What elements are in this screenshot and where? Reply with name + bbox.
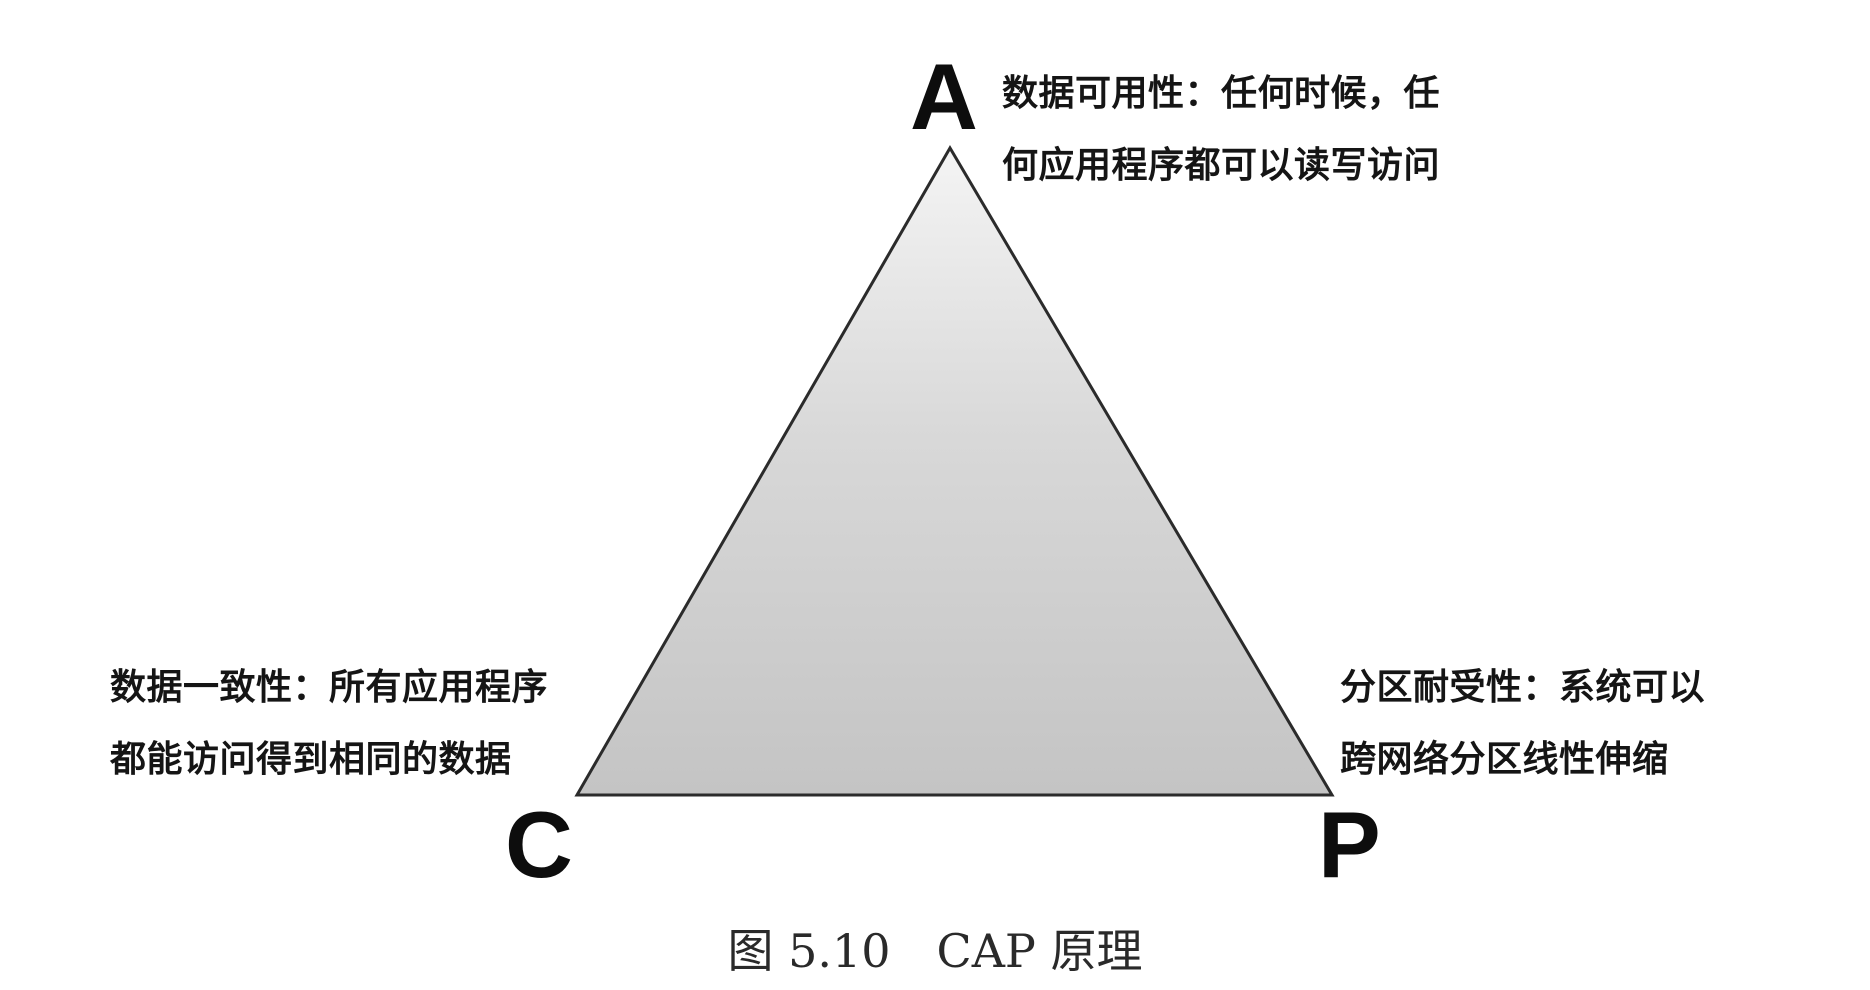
availability-line-1: 数据可用性：任何时候，任 — [1002, 73, 1441, 114]
vertex-a-label: A — [910, 44, 978, 149]
availability-description: 数据可用性：任何时候，任 何应用程序都可以读写访问 — [1002, 58, 1440, 202]
consistency-line-2: 都能访问得到相同的数据 — [110, 739, 512, 780]
partition-tolerance-line-1: 分区耐受性：系统可以 — [1340, 667, 1706, 708]
vertex-c-label: C — [505, 792, 573, 897]
availability-line-2: 何应用程序都可以读写访问 — [1002, 145, 1441, 186]
consistency-description: 数据一致性：所有应用程序 都能访问得到相同的数据 — [110, 652, 548, 796]
consistency-line-1: 数据一致性：所有应用程序 — [110, 667, 549, 708]
partition-tolerance-description: 分区耐受性：系统可以 跨网络分区线性伸缩 — [1340, 652, 1705, 796]
vertex-p-label: P — [1318, 792, 1381, 897]
triangle-shape — [574, 145, 1335, 797]
partition-tolerance-line-2: 跨网络分区线性伸缩 — [1340, 739, 1669, 780]
figure-caption: 图 5.10 CAP 原理 — [727, 924, 1143, 978]
